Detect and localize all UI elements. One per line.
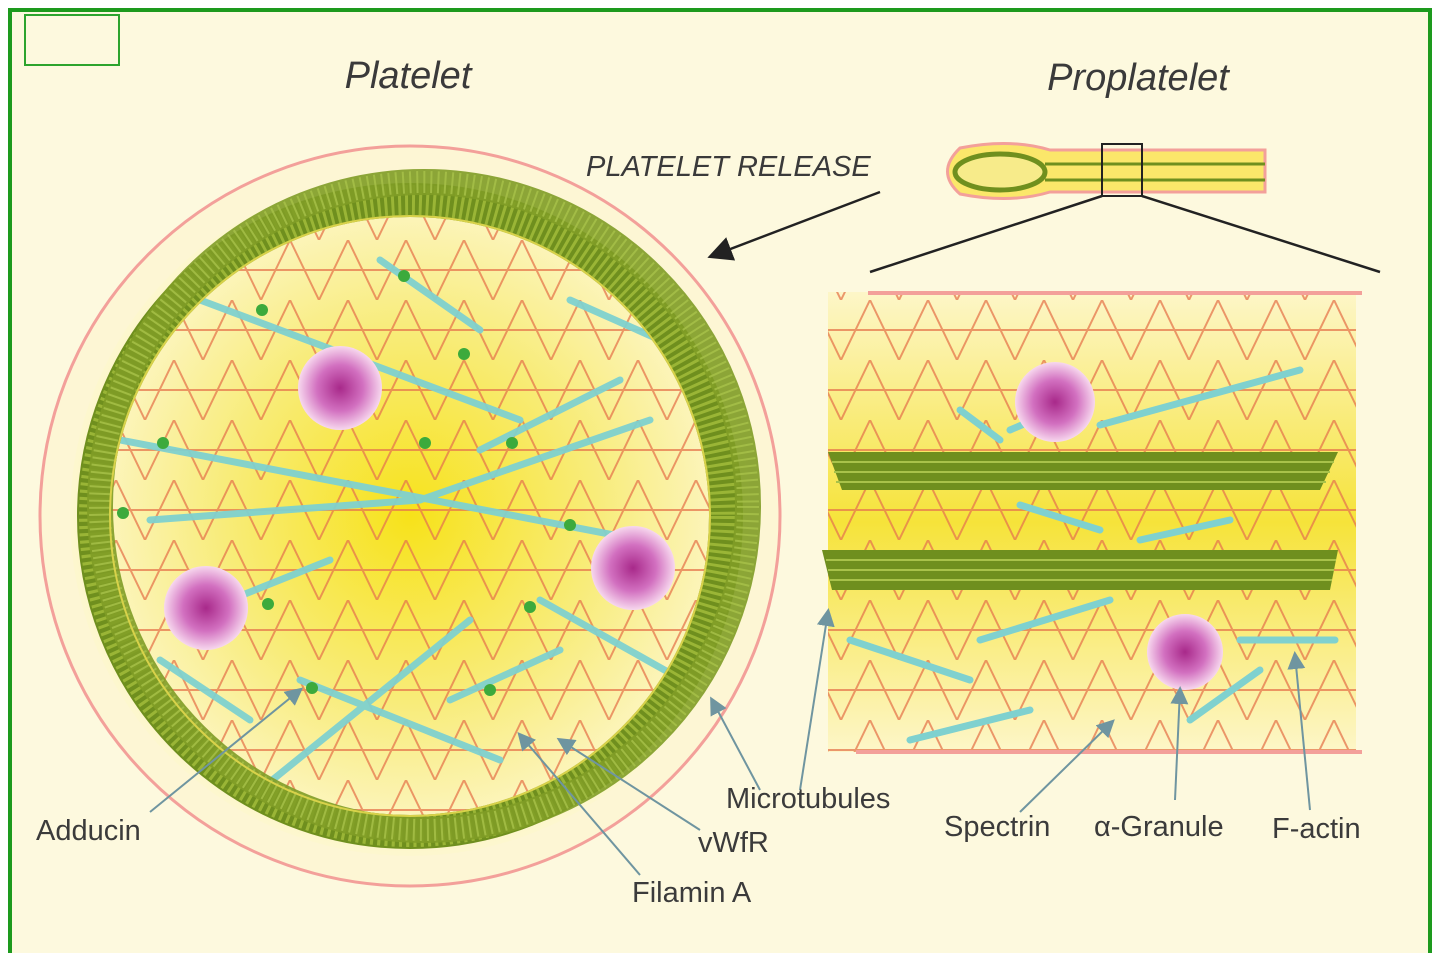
spectrin-label: Spectrin xyxy=(944,811,1050,843)
proplatelet-shaft xyxy=(870,143,1380,272)
granule-icon xyxy=(298,346,382,430)
microtubules-label: Microtubules xyxy=(726,783,890,815)
f-actin-label: F-actin xyxy=(1272,813,1361,845)
granule-icon xyxy=(164,566,248,650)
platelet-title: Platelet xyxy=(345,55,473,97)
platelet-cell xyxy=(40,146,780,886)
proplatelet-magnified xyxy=(822,292,1362,752)
spectrin-mesh-proplatelet xyxy=(828,292,1356,752)
granule-icon xyxy=(1015,362,1095,442)
release-arrow xyxy=(712,192,880,256)
adducin-label: Adducin xyxy=(36,815,141,847)
filamin-a-label: Filamin A xyxy=(632,877,752,909)
granule-icon xyxy=(1147,614,1223,690)
alpha-granule-label: α-Granule xyxy=(1094,811,1224,843)
platelet-release-label: PLATELET RELEASE xyxy=(586,151,871,183)
proplatelet-title: Proplatelet xyxy=(1047,57,1230,99)
granule-icon xyxy=(591,526,675,610)
vwfr-label: vWfR xyxy=(698,827,769,859)
